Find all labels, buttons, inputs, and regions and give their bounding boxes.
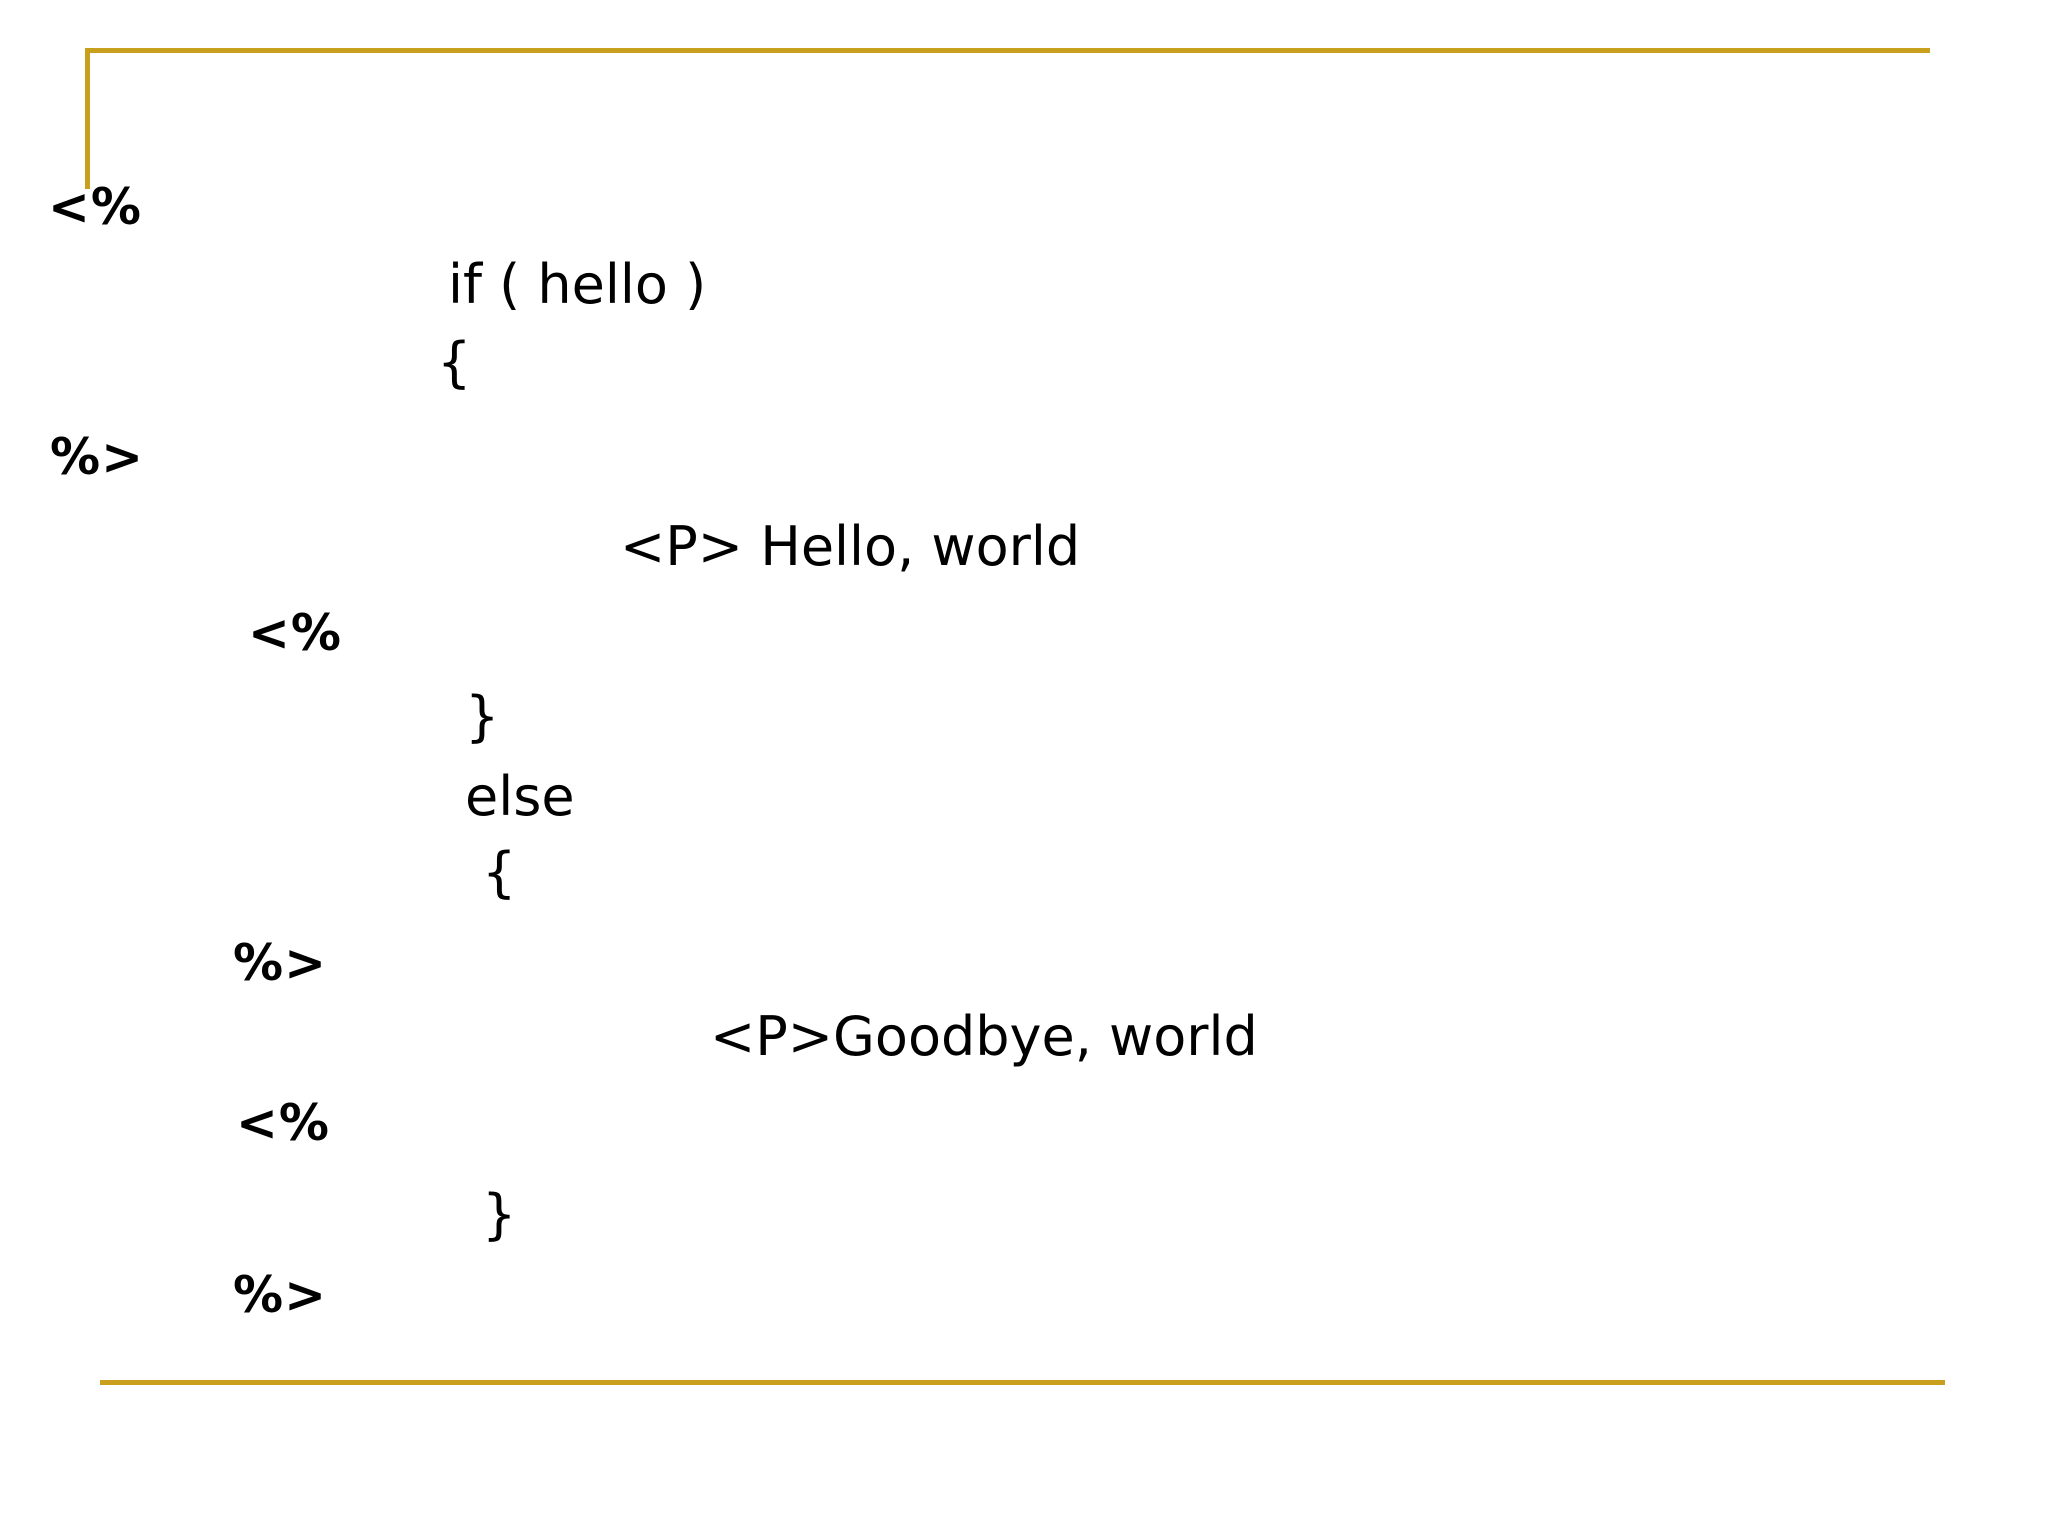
code-line-4: %> bbox=[50, 428, 144, 486]
code-line-10: %> bbox=[233, 934, 327, 992]
code-line-11: <P>Goodbye, world bbox=[710, 1005, 1258, 1068]
top-gold-rule bbox=[85, 48, 1930, 53]
code-line-2: if ( hello ) bbox=[448, 253, 707, 316]
code-block bbox=[100, 190, 1948, 1375]
code-line-1: <% bbox=[48, 178, 142, 236]
code-line-14: %> bbox=[233, 1266, 327, 1324]
code-line-12: <% bbox=[236, 1094, 330, 1152]
code-line-9: { bbox=[482, 841, 517, 904]
code-line-3: { bbox=[437, 331, 472, 394]
left-gold-rule bbox=[85, 48, 90, 189]
code-line-6: <% bbox=[248, 604, 342, 662]
code-line-13: } bbox=[482, 1183, 517, 1246]
code-line-7: } bbox=[465, 685, 500, 748]
code-line-5: <P> Hello, world bbox=[620, 515, 1081, 578]
code-line-8: else bbox=[465, 765, 575, 828]
bottom-gold-rule bbox=[100, 1380, 1945, 1385]
